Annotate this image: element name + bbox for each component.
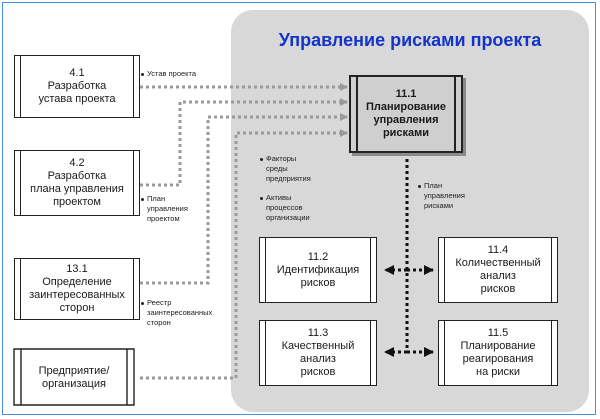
label-project-plan: План управления проектом — [141, 194, 188, 224]
process-11-3-line3: рисков — [300, 366, 336, 378]
process-13-1-box: 13.1 Определение заинтересованных сторон — [14, 258, 140, 320]
label-risk-plan-line3: рисками — [424, 201, 454, 210]
process-11-2-line2: рисков — [300, 276, 336, 289]
bullet-icon — [418, 184, 421, 188]
label-charter: Устав проекта — [141, 69, 196, 79]
process-11-3-number: 11.3 — [307, 327, 329, 339]
label-risk-plan-line2: управления — [424, 191, 465, 200]
diagram-title: Управление рисками проекта — [278, 30, 542, 50]
process-4-1-line1: Разработка — [47, 80, 107, 92]
process-11-5-number: 11.5 — [487, 327, 509, 339]
process-11-3-box: 11.3 Качественный анализ рисков — [259, 320, 377, 386]
process-11-3-line1: Качественный — [281, 340, 355, 352]
process-11-4-number: 11.4 — [487, 244, 509, 256]
process-11-2-box: 11.2 Идентификация рисков — [259, 237, 377, 303]
enterprise-scroll-outline — [13, 348, 135, 406]
label-assets-line1: Активы — [266, 193, 292, 202]
label-register-line2: заинтересованных — [147, 308, 213, 317]
bullet-icon — [260, 157, 263, 161]
label-project-plan-line1: План — [147, 194, 166, 203]
process-11-4-line1: Количественный — [455, 257, 541, 269]
process-11-5-box: 11.5 Планирование реагирования на риски — [438, 320, 558, 386]
bullet-icon — [141, 197, 144, 201]
process-4-2-line3: проектом — [53, 196, 101, 208]
process-11-5-line3: на риски — [476, 366, 520, 378]
label-process-assets: Активы процессов организации — [260, 193, 310, 223]
label-factors-line1: Факторы — [266, 154, 297, 163]
bullet-icon — [141, 72, 144, 76]
label-charter-text: Устав проекта — [147, 69, 197, 78]
label-enterprise-factors: Факторы среды предприятия — [260, 154, 311, 184]
bullet-icon — [260, 196, 263, 200]
connector-enterprise — [140, 129, 348, 380]
process-11-2-line1: Идентификация — [276, 263, 360, 276]
bullet-icon — [141, 301, 144, 305]
label-project-plan-line3: проектом — [147, 214, 180, 223]
connector-plan — [140, 98, 348, 187]
process-11-1-line3: рисками — [382, 127, 430, 139]
enterprise-box: Предприятие/ организация — [14, 351, 134, 405]
process-11-1-number: 11.1 — [395, 88, 417, 100]
label-factors-line2: среды — [266, 164, 288, 173]
process-4-2-line2: плана управления — [30, 183, 124, 195]
process-11-1-line1: Планирование — [365, 101, 447, 113]
enterprise-line1: Предприятие/ — [38, 365, 110, 377]
label-risk-plan-line1: План — [424, 181, 443, 190]
label-assets-line2: процессов — [266, 203, 303, 212]
label-register-line1: Реестр — [147, 298, 172, 307]
process-11-5-line2: реагирования — [462, 353, 534, 365]
process-11-3-line2: анализ — [300, 353, 336, 365]
connector-register — [140, 113, 348, 285]
process-13-1-line3: сторон — [59, 302, 95, 314]
process-13-1-number: 13.1 — [66, 263, 88, 275]
process-11-4-line2: анализ — [480, 270, 516, 282]
label-project-plan-line2: управления — [147, 204, 188, 213]
process-11-1-box: 11.1 Планирование управления рисками — [349, 75, 463, 153]
label-assets-line3: организации — [266, 213, 310, 222]
process-4-2-line1: Разработка — [47, 170, 107, 182]
process-4-2-box: 4.2 Разработка плана управления проектом — [14, 150, 140, 216]
outer-frame — [2, 2, 596, 415]
label-stakeholder-register: Реестр заинтересованных сторон — [141, 298, 212, 328]
label-factors-line3: предприятия — [266, 174, 311, 183]
process-11-1-line2: управления — [373, 114, 439, 126]
process-11-5-line1: Планирование — [460, 340, 536, 352]
process-13-1-line2: заинтересованных — [29, 289, 125, 301]
label-register-line3: сторон — [147, 318, 171, 327]
process-4-1-line2: устава проекта — [38, 93, 116, 105]
process-11-4-line3: рисков — [480, 283, 516, 295]
enterprise-line2: организация — [42, 378, 106, 390]
process-11-2-number: 11.2 — [307, 250, 329, 263]
process-11-4-box: 11.4 Количественный анализ рисков — [438, 237, 558, 303]
process-4-1-number: 4.1 — [69, 67, 85, 79]
process-13-1-line1: Определение — [42, 276, 112, 288]
process-4-2-number: 4.2 — [69, 157, 85, 169]
label-risk-plan: План управления рисками — [418, 181, 465, 211]
process-4-1-box: 4.1 Разработка устава проекта — [14, 55, 140, 118]
